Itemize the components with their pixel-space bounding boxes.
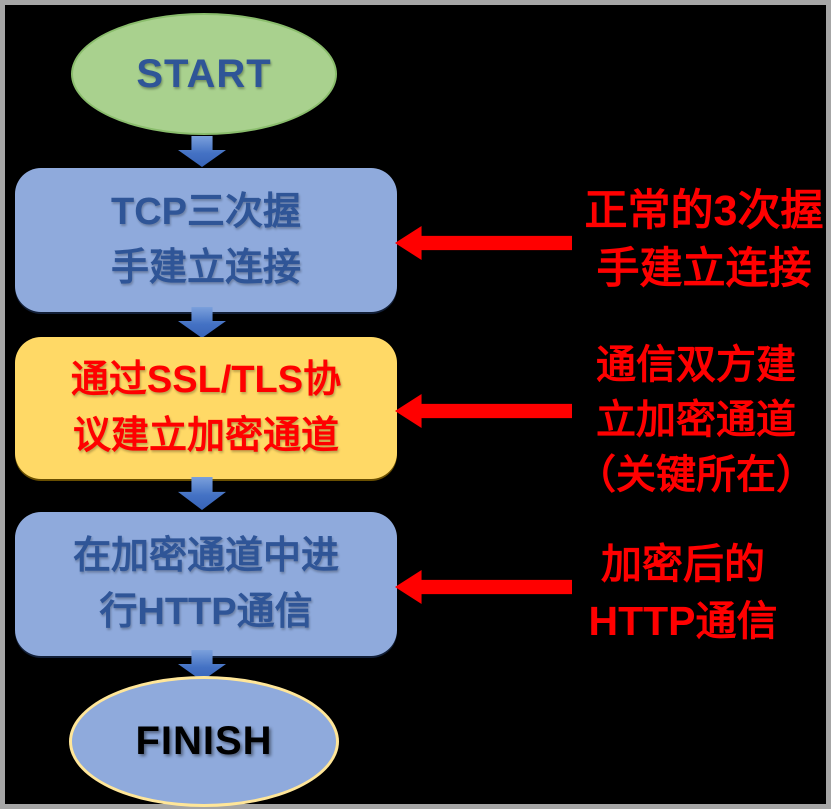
step-ssl-line-1: 通过SSL/TLS协 — [70, 359, 342, 401]
annotation-encrypted-http-line-1: 加密后的 — [601, 541, 765, 587]
finish-label: FINISH — [135, 719, 273, 763]
annotation-encrypted-channel-line-1: 通信双方建 — [596, 343, 796, 387]
annotation-left-arrow-1 — [395, 226, 572, 260]
start-node: START — [71, 13, 337, 135]
step-http-line-1: 在加密通道中进 — [72, 535, 339, 577]
step-tcp-handshake: TCP三次握 手建立连接 — [15, 168, 397, 312]
flow-down-arrow-3 — [178, 477, 226, 510]
annotation-handshake: 正常的3次握 手建立连接 — [564, 182, 831, 298]
flow-down-arrow-1 — [178, 136, 226, 167]
annotation-left-arrow-2 — [395, 394, 572, 428]
annotation-encrypted-http: 加密后的 HTTP通信 — [543, 536, 823, 650]
step-http-line-2: 行HTTP通信 — [99, 591, 313, 633]
annotation-encrypted-channel-line-3: （关键所在） — [576, 453, 816, 497]
step-http-in-channel: 在加密通道中进 行HTTP通信 — [15, 512, 397, 656]
annotation-encrypted-http-line-2: HTTP通信 — [588, 598, 778, 644]
step-tcp-line-2: 手建立连接 — [110, 247, 301, 289]
annotation-handshake-line-1: 正常的3次握 — [584, 187, 824, 235]
annotation-encrypted-channel-line-2: 立加密通道 — [596, 398, 796, 442]
annotation-handshake-line-2: 手建立连接 — [596, 245, 812, 293]
step-ssl-line-2: 议建立加密通道 — [72, 415, 339, 457]
start-label: START — [136, 51, 272, 96]
finish-node: FINISH — [69, 676, 339, 807]
annotation-encrypted-channel: 通信双方建 立加密通道 （关键所在） — [556, 338, 831, 503]
step-ssl-tls-channel: 通过SSL/TLS协 议建立加密通道 — [15, 337, 397, 479]
step-tcp-line-1: TCP三次握 — [110, 191, 301, 233]
